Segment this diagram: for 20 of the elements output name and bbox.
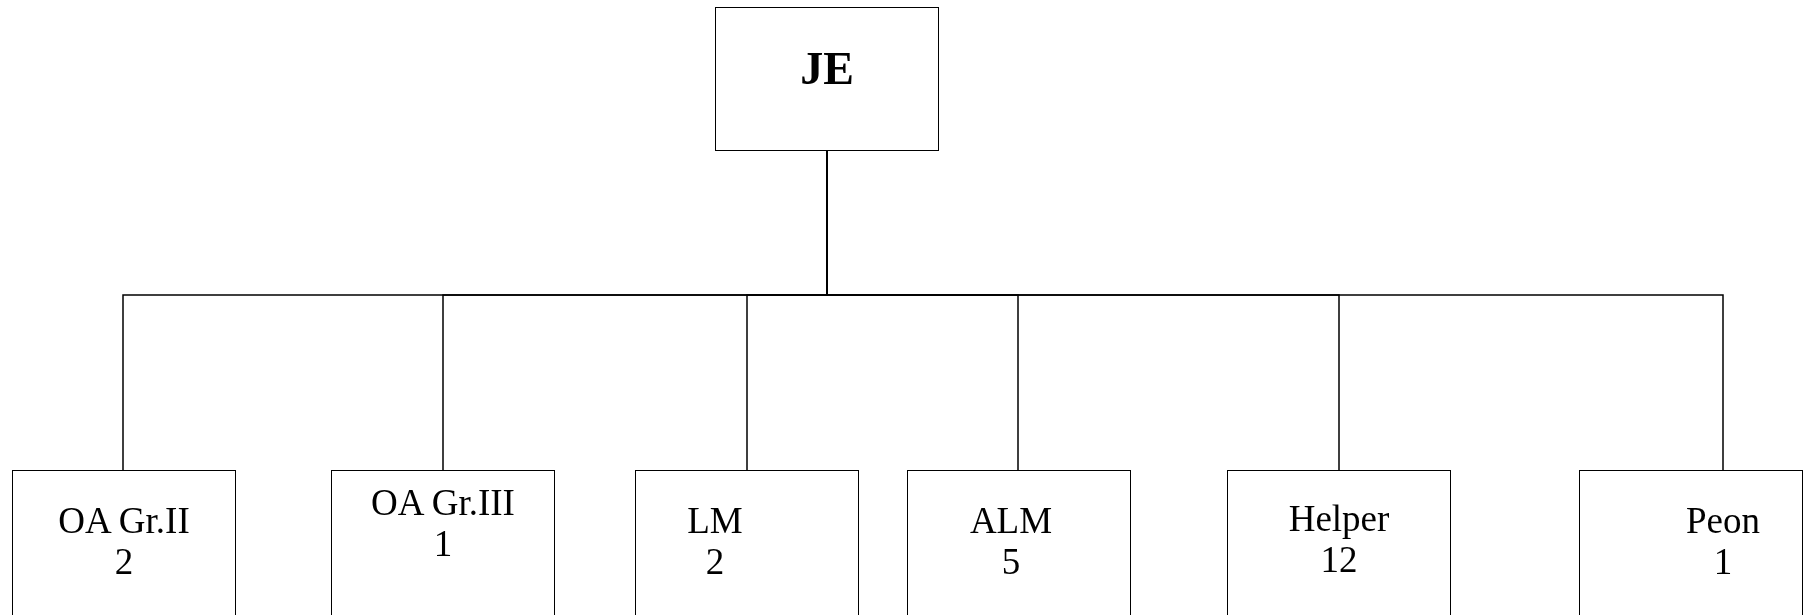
- staff-count: 2: [705, 541, 725, 583]
- role-title: Peon: [1686, 501, 1760, 542]
- staff-count: 1: [1713, 541, 1733, 583]
- org-box: [331, 470, 555, 615]
- org-box: [635, 470, 859, 615]
- org-box: [907, 470, 1131, 615]
- role-title: Helper: [1288, 499, 1390, 540]
- staff-count: 2: [114, 541, 134, 583]
- role-title: OA Gr.III: [371, 483, 515, 524]
- role-title: OA Gr.II: [58, 501, 190, 542]
- staff-count: 12: [1320, 539, 1358, 581]
- staff-count: 1: [433, 523, 453, 565]
- role-title: LM: [687, 501, 743, 542]
- org-box: [1227, 470, 1451, 615]
- org-box: [12, 470, 236, 615]
- role-title: JE: [800, 44, 854, 95]
- staff-count: 5: [1001, 541, 1021, 583]
- role-title: ALM: [969, 501, 1053, 542]
- org-box: [1579, 470, 1803, 615]
- org-box: [715, 7, 939, 151]
